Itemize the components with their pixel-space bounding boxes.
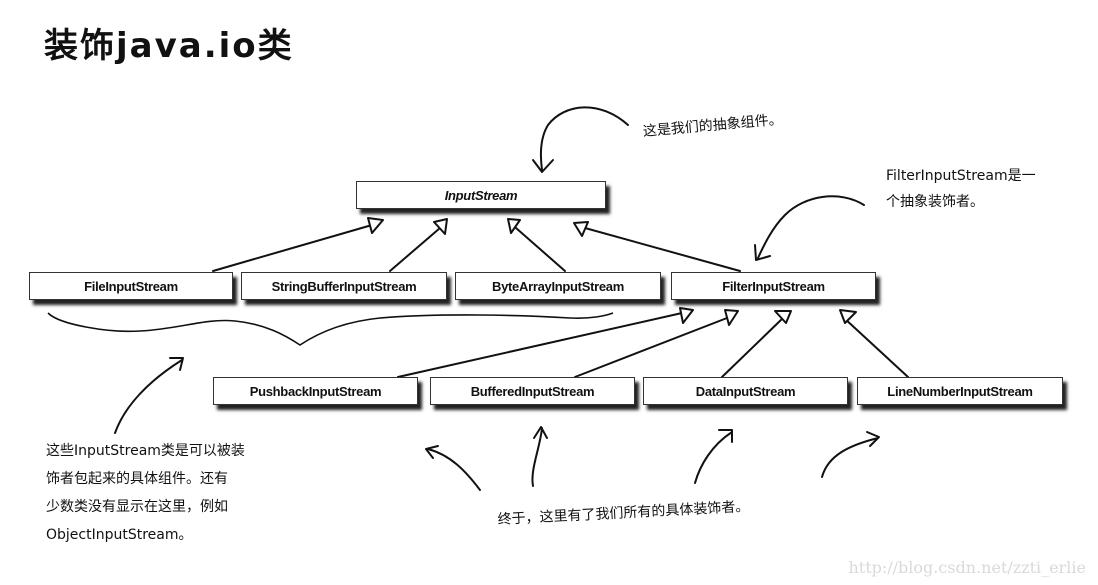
class-box-inputstream: InputStream [356,181,606,209]
class-box-bufferedinputstream: BufferedInputStream [430,377,635,405]
arrowhead-icon [774,310,792,324]
arrowhead-icon [679,307,694,324]
note-abstract-decorator: FilterInputStream是一 个抽象装饰者。 [886,164,1036,216]
pointer-arrow-icon [821,437,879,478]
pointer-arrow-icon [754,244,771,261]
note-concrete-components-line: 饰者包起来的具体组件。还有 [46,471,228,487]
arrowhead-icon [433,218,448,235]
class-box-fileinputstream: FileInputStream [29,272,233,300]
pointer-arrow-icon [718,429,733,443]
pointer-arrow-icon [169,357,184,371]
pointer-arrow-icon [757,195,865,259]
watermark: http://blog.csdn.net/zzti_erlie [848,558,1086,577]
note-concrete-components: 这些InputStream类是可以被装 饰者包起来的具体组件。还有 少数类没有显… [46,437,245,549]
page-title: 装饰java.io类 [44,26,294,66]
pointer-arrow-icon [114,359,183,434]
line-file-to-inputstream [212,224,373,272]
pointer-arrow-icon [531,427,543,487]
line-bytearray-to-inputstream [515,227,566,272]
note-abstract-decorator-line: 个抽象装饰者。 [886,193,984,210]
class-box-linenumberinputstream: LineNumberInputStream [857,377,1063,405]
line-filter-to-inputstream [584,227,741,272]
class-box-stringbufferinputstream: StringBufferInputStream [241,272,447,300]
note-concrete-components-line: ObjectInputStream。 [46,527,193,543]
note-abstract-decorator-line: FilterInputStream是一 [886,168,1036,184]
arrowhead-icon [839,309,857,324]
arrowhead-icon [367,217,384,234]
pointer-arrow-icon [427,448,481,491]
arrowhead-icon [573,221,589,237]
pointer-arrow-icon [533,426,548,439]
line-buffered-to-filter [574,317,728,378]
class-box-pushbackinputstream: PushbackInputStream [213,377,418,405]
pointer-arrow-icon [866,431,880,447]
pointer-arrow-icon [532,159,554,173]
pointer-arrow-icon [539,106,629,171]
line-linenumber-to-filter [843,317,909,378]
class-box-filterinputstream: FilterInputStream [671,272,876,300]
note-concrete-components-line: 这些InputStream类是可以被装 [46,443,245,459]
arrowhead-icon [507,218,521,234]
brace-icon [47,312,614,346]
class-box-datainputstream: DataInputStream [643,377,848,405]
line-pushback-to-filter [397,312,683,378]
note-concrete-components-line: 少数类没有显示在这里，例如 [46,499,228,515]
line-stringbuffer-to-inputstream [389,227,441,272]
pointer-arrow-icon [694,431,733,484]
class-box-bytearrayinputstream: ByteArrayInputStream [455,272,661,300]
pointer-arrow-icon [425,445,439,459]
line-data-to-filter [721,317,784,378]
arrowhead-icon [724,309,739,326]
